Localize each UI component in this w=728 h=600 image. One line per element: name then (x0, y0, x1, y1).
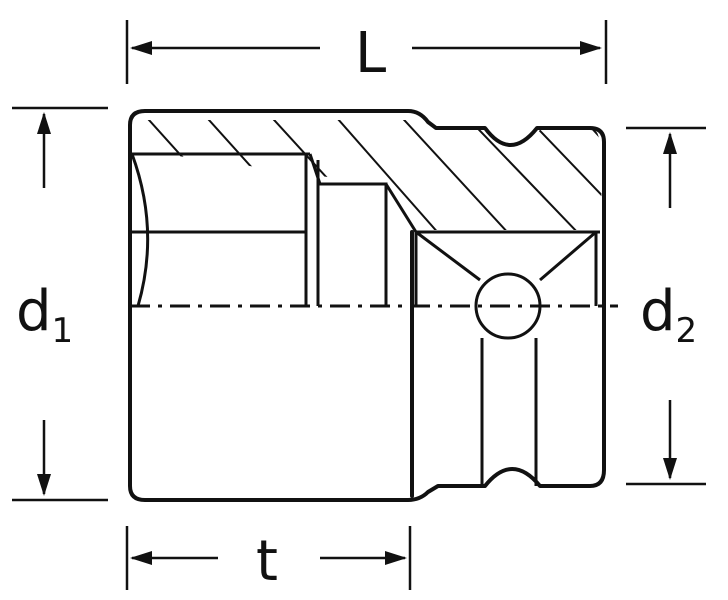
L-arrow-left (130, 41, 152, 55)
bore-left-curve (130, 153, 150, 307)
drive-wall (384, 183, 418, 233)
d1-arrow-bottom (37, 474, 51, 496)
outer-contour (128, 109, 606, 502)
dimension-d2 (626, 126, 706, 486)
chamfer-left (415, 230, 481, 282)
bore-step (308, 153, 388, 306)
L-arrow-right (580, 41, 602, 55)
dimension-d1 (12, 106, 108, 502)
label-d2-sub: 2 (676, 311, 698, 351)
label-d2: d2 (640, 279, 697, 351)
label-t: t (256, 529, 278, 594)
d1-arrow-top (37, 112, 51, 134)
label-d1-sub: 1 (52, 311, 74, 351)
dimension-L (125, 20, 608, 84)
chamfer-right (539, 230, 597, 282)
socket-outline (128, 109, 606, 502)
inner-bore (130, 152, 600, 486)
t-arrow-right (385, 551, 407, 565)
label-d1: d1 (16, 279, 73, 351)
dimension-t (125, 526, 412, 590)
label-d2-base: d (640, 279, 676, 344)
label-d1-base: d (16, 279, 52, 344)
d2-arrow-bottom (663, 458, 677, 480)
label-L: L (355, 21, 386, 86)
d2-arrow-top (663, 132, 677, 154)
t-arrow-left (130, 551, 152, 565)
hatching (139, 120, 602, 230)
